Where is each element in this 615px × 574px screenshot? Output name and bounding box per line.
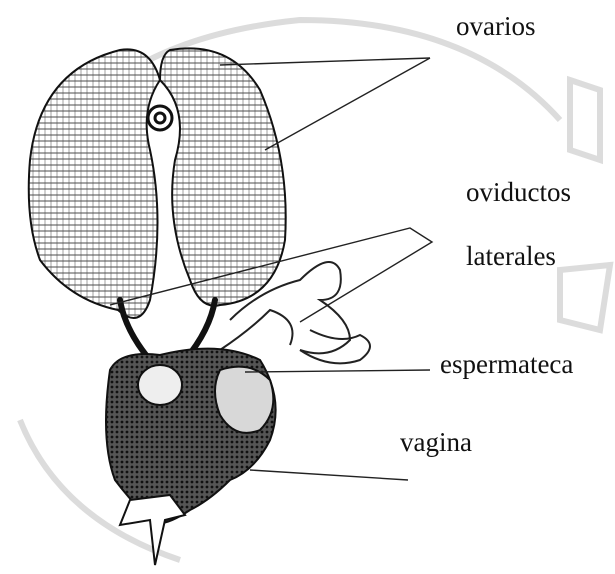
label-lateral-oviducts-line1: oviductos (466, 176, 571, 208)
right-ovary (160, 48, 286, 305)
label-lateral-oviducts-line2: laterales (466, 240, 556, 272)
genital-tip (120, 495, 185, 565)
spermatheca (138, 365, 182, 405)
label-spermatheca: espermateca (440, 348, 573, 380)
label-ovaries: ovarios (456, 10, 535, 42)
left-ovary (29, 49, 160, 318)
ovary-coil (148, 106, 172, 130)
label-vagina: vagina (400, 426, 472, 458)
